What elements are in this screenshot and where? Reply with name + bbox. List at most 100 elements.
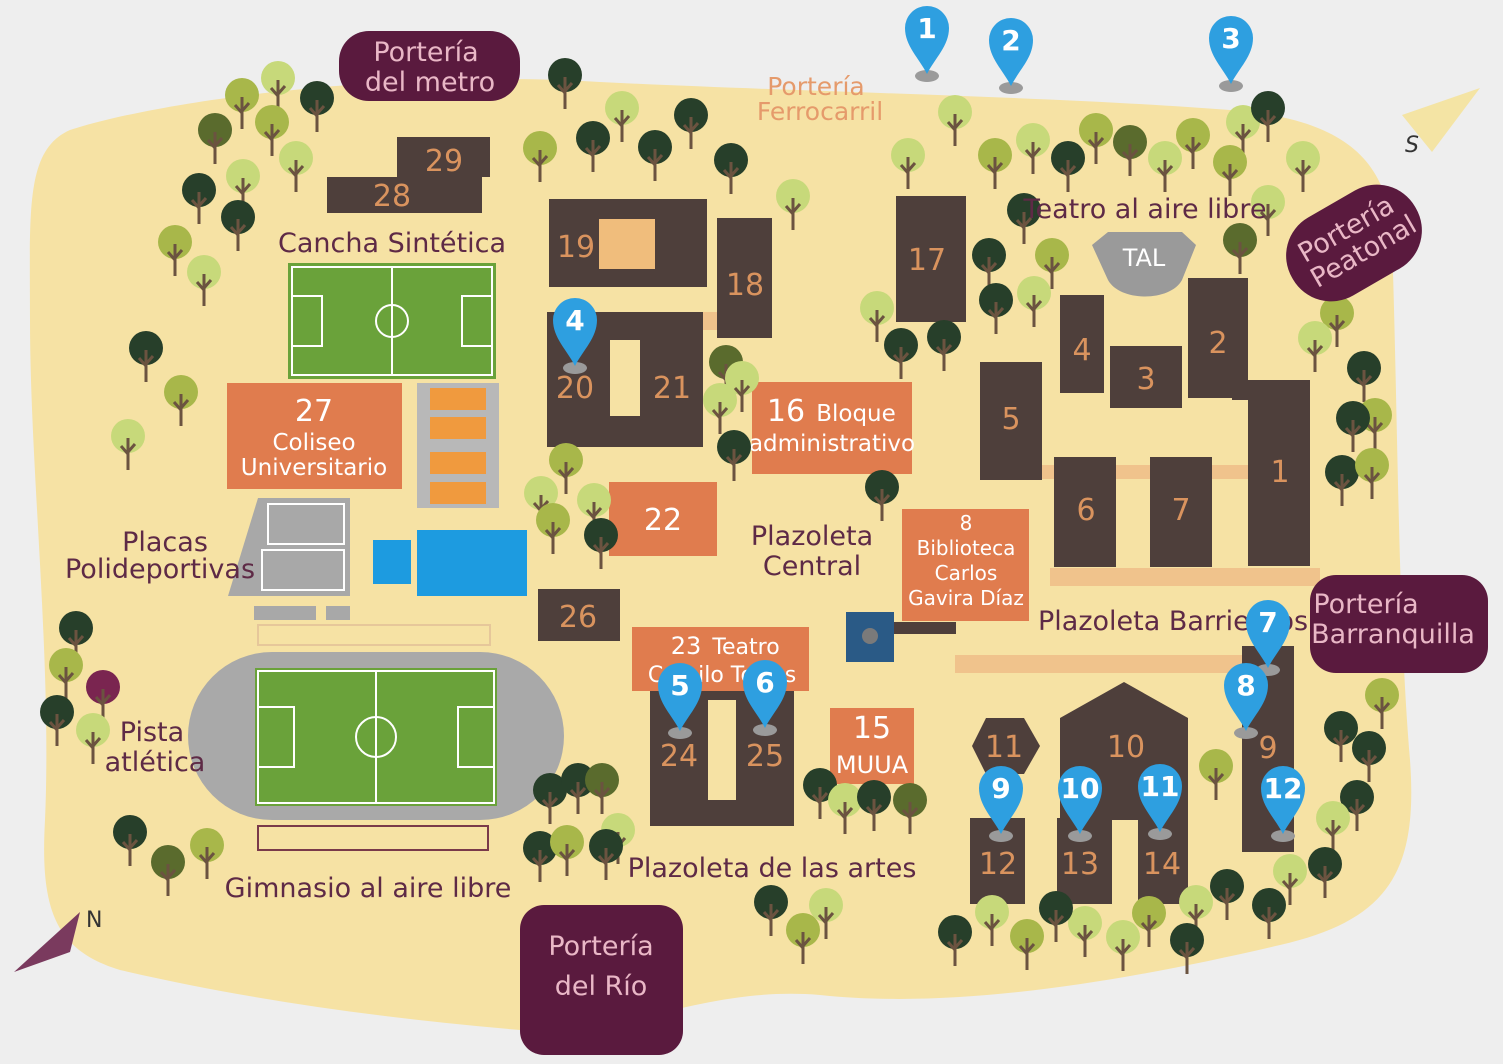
tree-icon bbox=[585, 763, 619, 814]
svg-text:28: 28 bbox=[373, 179, 411, 214]
label-teatro-aire-libre: Teatro al aire libre bbox=[1023, 194, 1267, 225]
marker-label: 9 bbox=[991, 772, 1010, 805]
gate-barranquilla[interactable]: Portería Barranquilla bbox=[1310, 575, 1488, 673]
tree-icon bbox=[828, 783, 862, 834]
marker-10[interactable]: 10 bbox=[1058, 766, 1102, 842]
building-28: 28 bbox=[327, 177, 482, 214]
marker-3[interactable]: 3 bbox=[1209, 16, 1253, 92]
label-placas-2: Polideportivas bbox=[65, 554, 255, 585]
tree-icon bbox=[49, 648, 83, 699]
tree-icon bbox=[1325, 455, 1359, 506]
marker-1[interactable]: 1 bbox=[905, 6, 949, 82]
svg-text:12: 12 bbox=[979, 847, 1017, 882]
tree-icon bbox=[1170, 923, 1204, 974]
tree-icon bbox=[638, 130, 672, 181]
tree-icon bbox=[674, 98, 708, 149]
building-3: 3 bbox=[1110, 346, 1182, 408]
marker-4[interactable]: 4 bbox=[553, 298, 597, 374]
tree-icon bbox=[151, 845, 185, 896]
marker-label: 12 bbox=[1264, 772, 1303, 805]
marker-label: 2 bbox=[1001, 24, 1020, 57]
tree-icon bbox=[893, 783, 927, 834]
marker-label: 3 bbox=[1221, 22, 1240, 55]
building-15-muua: 15 MUUA bbox=[830, 708, 914, 784]
tree-icon bbox=[927, 320, 961, 371]
tree-icon bbox=[1251, 185, 1285, 236]
walkway bbox=[700, 312, 718, 330]
svg-text:14: 14 bbox=[1143, 847, 1181, 882]
building-27-coliseo: 27 Coliseo Universitario bbox=[227, 383, 402, 489]
tree-icon bbox=[776, 179, 810, 230]
tree-icon bbox=[1340, 780, 1374, 831]
tree-icon bbox=[754, 885, 788, 936]
label-placas-1: Placas bbox=[122, 527, 208, 558]
tree-icon bbox=[1106, 920, 1140, 971]
svg-text:Coliseo: Coliseo bbox=[272, 430, 355, 456]
tree-icon bbox=[1252, 888, 1286, 939]
svg-text:MUUA: MUUA bbox=[836, 751, 909, 779]
svg-text:Carlos: Carlos bbox=[935, 561, 998, 585]
svg-text:23: 23 bbox=[671, 632, 702, 660]
building-6: 6 bbox=[1054, 457, 1116, 567]
tree-icon bbox=[809, 888, 843, 939]
marker-6[interactable]: 6 bbox=[743, 660, 787, 736]
tree-icon bbox=[1324, 711, 1358, 762]
svg-text:administrativo: administrativo bbox=[749, 431, 915, 457]
tree-icon bbox=[979, 283, 1013, 334]
tree-icon bbox=[1079, 113, 1113, 164]
marker-2[interactable]: 2 bbox=[989, 18, 1033, 94]
svg-text:6: 6 bbox=[1076, 493, 1095, 528]
tree-icon bbox=[938, 915, 972, 966]
tree-icon bbox=[1226, 105, 1260, 156]
tree-icon bbox=[187, 255, 221, 306]
tree-icon bbox=[279, 141, 313, 192]
tree-icon bbox=[1336, 401, 1370, 452]
tree-icon bbox=[1068, 906, 1102, 957]
gate-metro[interactable]: Portería del metro bbox=[339, 31, 520, 101]
gate-rio[interactable]: Portería del Río bbox=[520, 905, 683, 1055]
tree-icon bbox=[714, 143, 748, 194]
tree-icon bbox=[803, 768, 837, 819]
open-air-theater: TAL bbox=[1092, 232, 1196, 297]
tree-icon bbox=[1320, 296, 1354, 347]
marker-9[interactable]: 9 bbox=[979, 766, 1023, 842]
tree-icon bbox=[1148, 141, 1182, 192]
tree-icon bbox=[550, 825, 584, 876]
label-cancha-sintetica: Cancha Sintética bbox=[278, 228, 506, 259]
svg-text:Teatro: Teatro bbox=[711, 635, 779, 660]
svg-text:Bloque: Bloque bbox=[816, 401, 896, 427]
building-18: 18 bbox=[717, 218, 772, 338]
building-29: 29 bbox=[397, 137, 490, 179]
tree-icon bbox=[1113, 125, 1147, 176]
building-22: 22 bbox=[609, 482, 717, 556]
tree-icon bbox=[221, 200, 255, 251]
marker-5[interactable]: 5 bbox=[658, 663, 702, 739]
tree-icon bbox=[786, 913, 820, 964]
svg-text:Barranquilla: Barranquilla bbox=[1311, 619, 1475, 650]
tree-icon bbox=[1016, 123, 1050, 174]
svg-text:5: 5 bbox=[1001, 402, 1020, 437]
tree-icon bbox=[884, 328, 918, 379]
svg-text:26: 26 bbox=[559, 600, 597, 635]
tree-icon bbox=[1352, 731, 1386, 782]
tree-icon bbox=[561, 763, 595, 814]
marker-8[interactable]: 8 bbox=[1224, 663, 1268, 739]
building-25-label: 25 bbox=[746, 739, 784, 774]
tree-icon bbox=[577, 483, 611, 534]
label-plazoleta-central-1: Plazoleta bbox=[751, 521, 873, 552]
tree-icon bbox=[725, 361, 759, 412]
tree-icon bbox=[113, 815, 147, 866]
building-20-label: 20 bbox=[556, 371, 594, 406]
label-plazoleta-central-2: Central bbox=[763, 551, 861, 582]
tree-icon bbox=[76, 713, 110, 764]
tree-icon bbox=[549, 443, 583, 494]
tree-icon bbox=[891, 138, 925, 189]
tree-icon bbox=[972, 238, 1006, 289]
marker-12[interactable]: 12 bbox=[1261, 766, 1305, 842]
synthetic-field bbox=[288, 263, 496, 379]
building-26: 26 bbox=[538, 589, 620, 641]
svg-text:1: 1 bbox=[1270, 455, 1289, 490]
tree-icon bbox=[589, 829, 623, 880]
marker-11[interactable]: 11 bbox=[1138, 764, 1182, 840]
